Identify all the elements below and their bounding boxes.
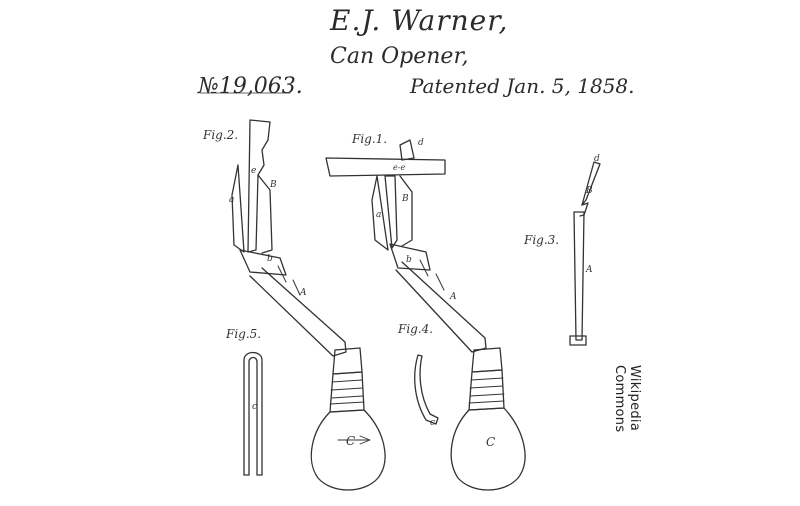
letter-A-fig1: A [450, 292, 457, 302]
figure-1-opener [325, 139, 526, 491]
fig-1-label: Fig.1. [352, 132, 388, 146]
fig-5-label: Fig.5. [226, 327, 262, 341]
letter-a-fig2: a [229, 195, 235, 205]
letter-e-fig2: e [251, 166, 257, 176]
figure-2-opener [231, 119, 386, 491]
invention-title: Can Opener, [330, 44, 469, 69]
letter-a-fig1: a [376, 210, 382, 220]
source-watermark: Wikipedia Commons [612, 365, 642, 433]
inventor-name: E.J. Warner, [330, 4, 509, 37]
letter-B-fig1: B [402, 194, 409, 204]
letter-c-fig4: c [430, 418, 436, 428]
fig-4-label: Fig.4. [398, 322, 434, 336]
letter-B-fig3: B [586, 186, 593, 196]
letter-d-fig3: d [594, 154, 600, 164]
letter-b-fig1: b [406, 255, 412, 265]
letter-A-fig2: A [300, 288, 307, 298]
patent-date: Patented Jan. 5, 1858. [410, 74, 635, 98]
letter-d-fig1: d [418, 138, 424, 148]
letter-c-fig5: c [252, 402, 258, 412]
letter-B-fig2: B [270, 180, 277, 190]
letter-b-fig2: b [267, 254, 273, 264]
letter-C-fig2: C [346, 434, 356, 448]
figure-5-clip [243, 351, 263, 476]
fig-2-label: Fig.2. [203, 128, 239, 142]
figure-4-cutter [414, 354, 439, 425]
patent-number: №19,063. [198, 74, 303, 99]
figure-3-blade [569, 161, 601, 346]
letter-A-fig3: A [586, 265, 593, 275]
fig-3-label: Fig.3. [524, 233, 560, 247]
letter-ee-fig1: e-e [393, 163, 406, 172]
letter-C-fig1: C [486, 435, 496, 449]
